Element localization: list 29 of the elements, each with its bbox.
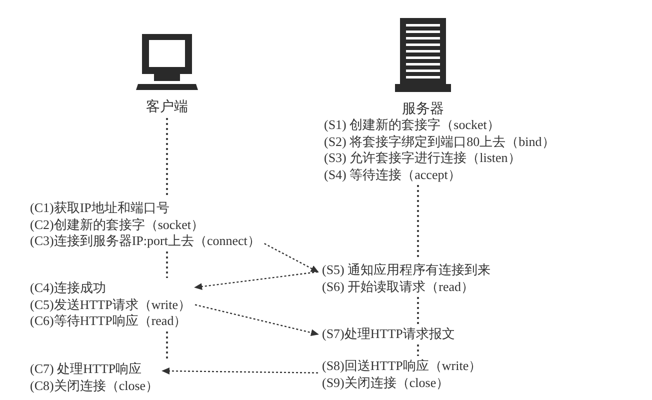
icon-label: 服务器 [401, 100, 445, 118]
step-text: (S5) 通知应用程序有连接到来 [322, 262, 491, 278]
arrow [194, 271, 318, 290]
step-text: (C4)连接成功 [30, 280, 106, 296]
lifeline [166, 332, 168, 359]
step-text: (S2) 将套接字绑定到端口80上去（bind） [324, 134, 555, 150]
step-text: (C7) 处理HTTP响应 [30, 361, 142, 378]
step-text: (S3) 允许套接字进行连接（listen） [324, 150, 521, 166]
step-text: (S7)处理HTTP请求报文 [322, 326, 455, 342]
step-text: (C5)发送HTTP请求（write） [30, 296, 192, 313]
step-text: (C3)连接到服务器IP:port上去（connect） [30, 233, 260, 250]
step-text: (C6)等待HTTP响应（read） [30, 313, 187, 330]
lifeline [417, 185, 419, 260]
step-text: (C1)获取IP地址和端口号 [30, 200, 170, 216]
step-text: (S6) 开始读取请求（read） [322, 278, 474, 295]
icon-label: 客户端 [145, 98, 189, 116]
lifeline [166, 252, 168, 278]
arrow [162, 368, 318, 374]
step-text: (S1) 创建新的套接字（socket） [324, 117, 500, 134]
arrow [194, 304, 319, 336]
lifeline [417, 297, 419, 324]
step-text: (C2)创建新的套接字（socket） [30, 216, 204, 233]
step-text: (S4) 等待连接（accept） [324, 166, 461, 183]
step-text: (S9)关闭连接（close） [322, 374, 450, 391]
step-text: (C8)关闭连接（close） [30, 378, 159, 394]
arrow [264, 243, 319, 272]
step-text: (S8)回送HTTP响应（write） [322, 358, 482, 374]
lifeline [417, 344, 419, 356]
lifeline [166, 118, 168, 198]
